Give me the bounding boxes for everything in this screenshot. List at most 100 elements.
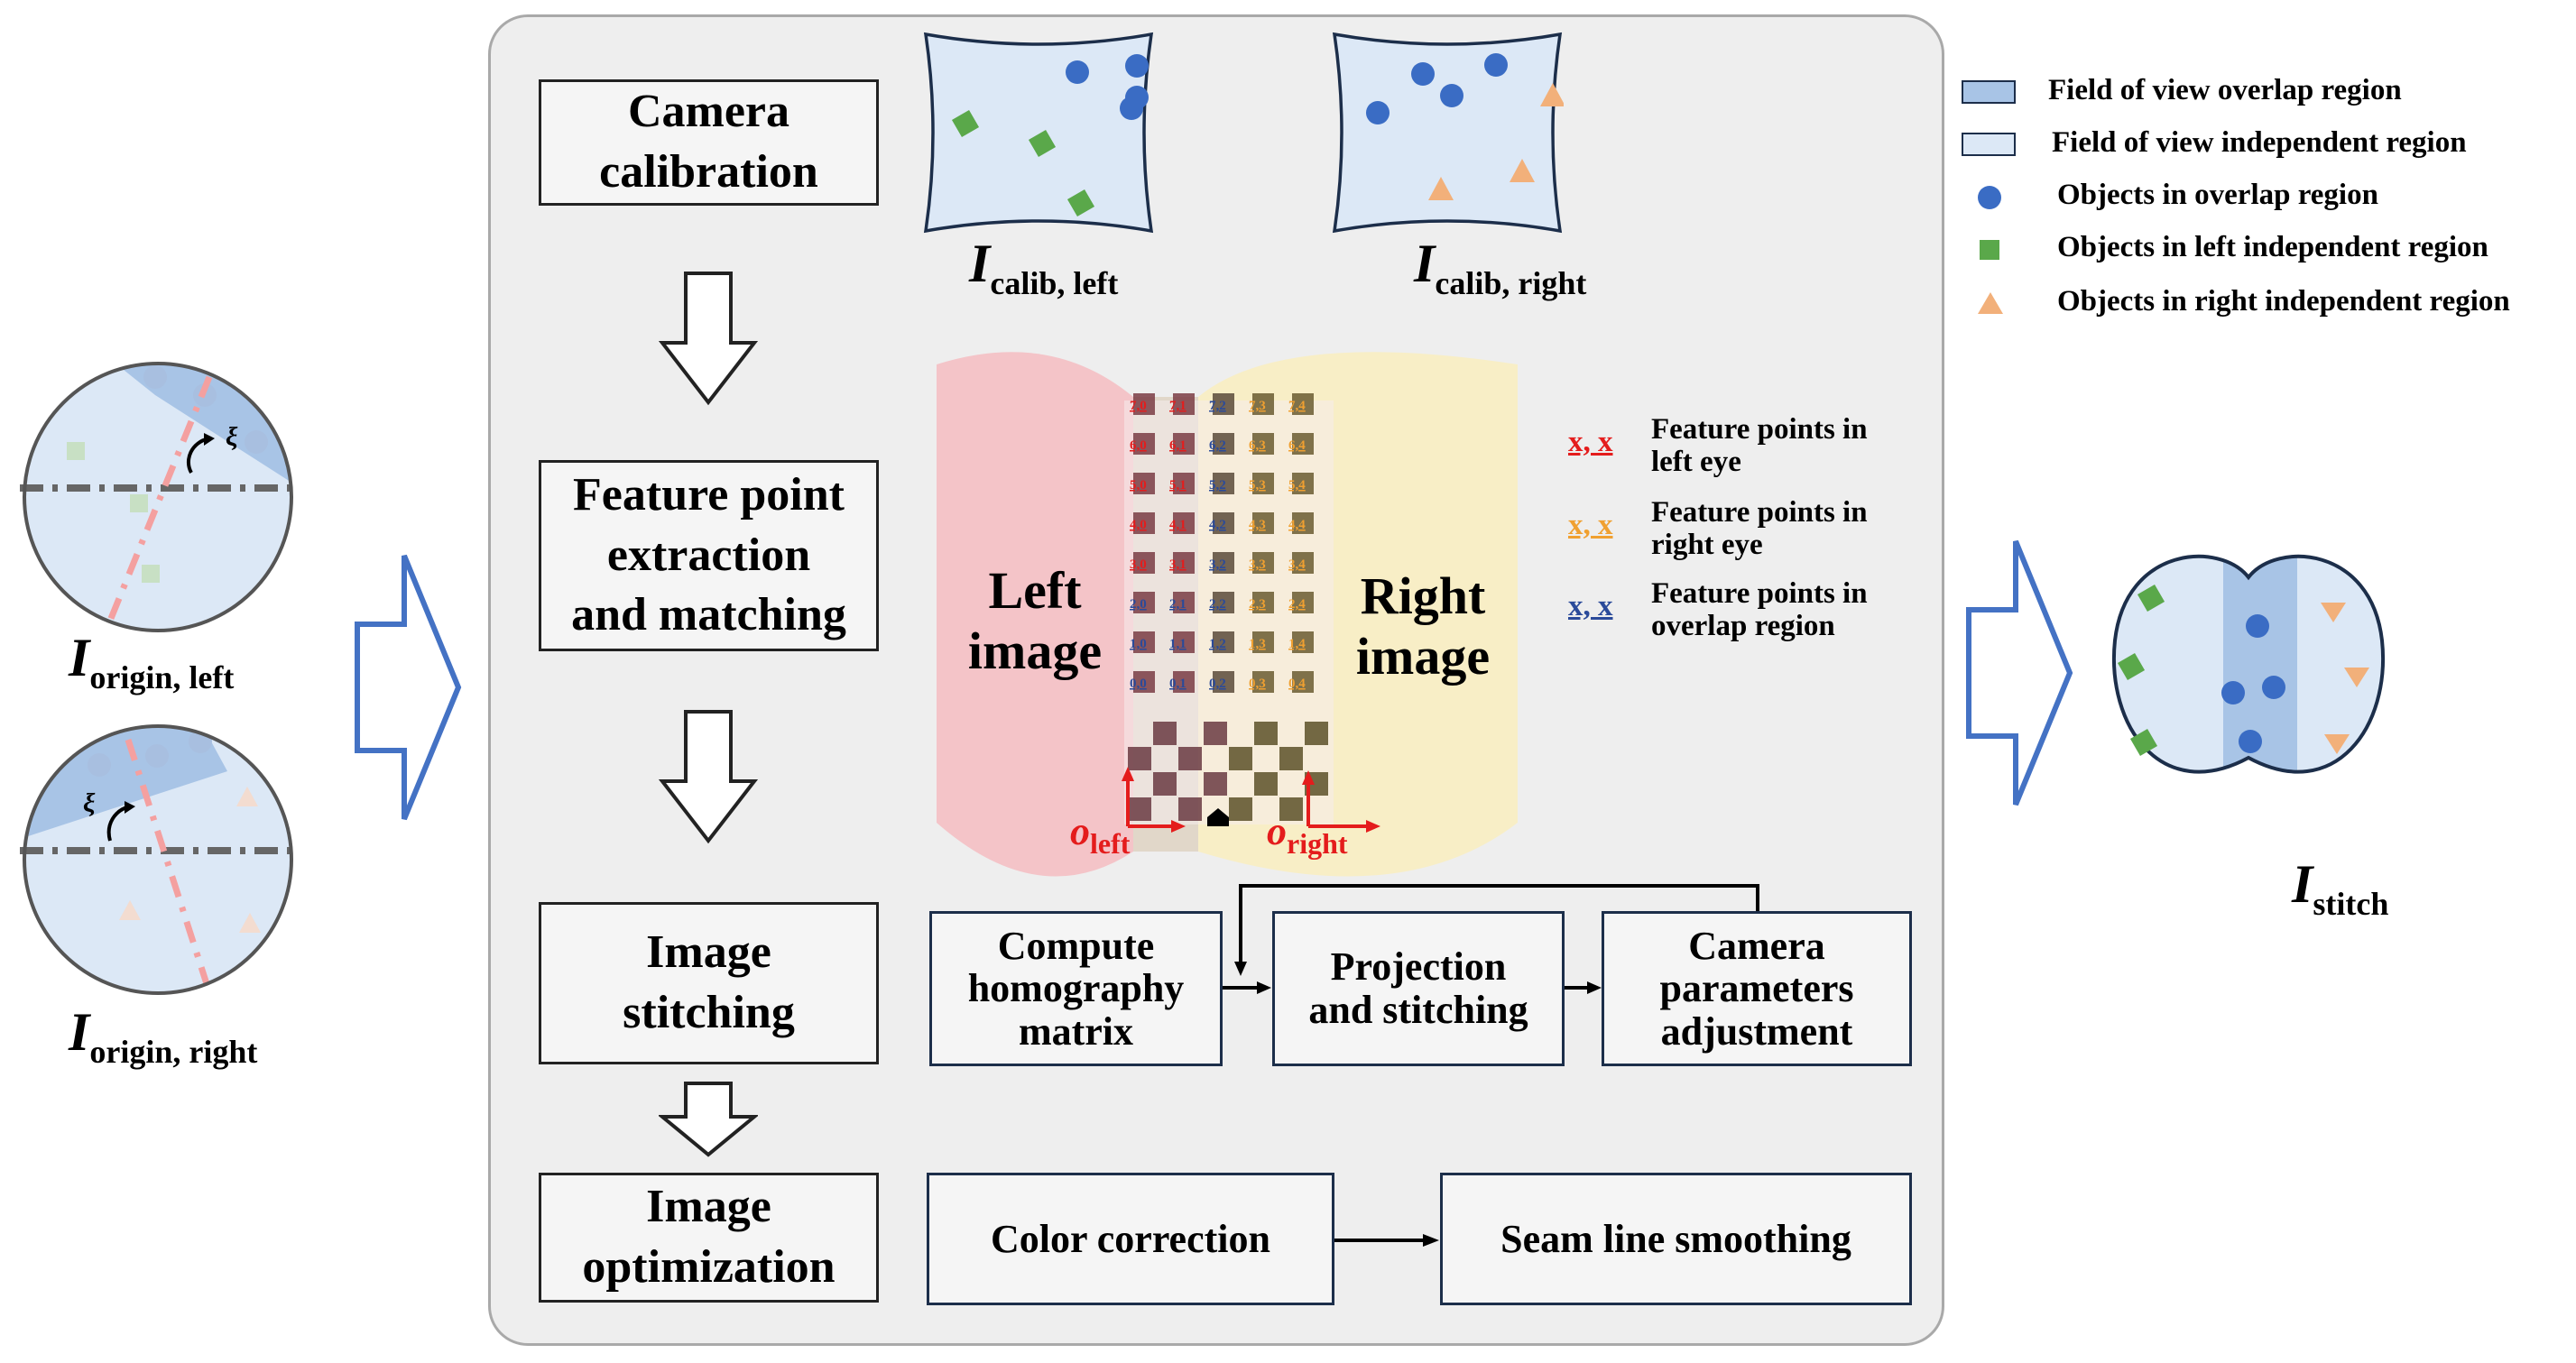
origin-right-label: Iorigin, right [69, 1002, 258, 1070]
feature-point-label: 4,4 [1288, 518, 1306, 532]
feature-point-label: 3,0 [1130, 557, 1147, 572]
step-feature-extraction: Feature point extraction and matching [539, 460, 879, 651]
down-arrow-3 [659, 1082, 758, 1157]
legend-item-overlap-region: Field of view overlap region [1962, 72, 2566, 108]
right-image-label: Right image [1355, 566, 1491, 686]
checker-square [1173, 592, 1195, 613]
feature-legend-symbol: x, x [1568, 590, 1613, 622]
marker-square [1279, 747, 1303, 770]
marker-square [1178, 747, 1202, 770]
feature-point-label: 0,1 [1169, 677, 1186, 691]
feature-point-label: 1,0 [1130, 637, 1147, 651]
marker-square [1153, 722, 1177, 745]
circle-icon [1978, 186, 2001, 209]
feature-point-label: 1,2 [1209, 637, 1226, 651]
substep-compute-homography: Compute homography matrix [929, 911, 1223, 1066]
svg-text:ξ: ξ [83, 788, 96, 818]
checker-square [1252, 393, 1274, 415]
checker-square [1292, 512, 1314, 534]
legend-swatch-overlap [1962, 80, 2016, 104]
legend-text: Field of view independent region [2052, 126, 2467, 159]
checker-square [1133, 473, 1155, 494]
optimization-connector [1334, 1234, 1439, 1247]
stitched-image [2111, 554, 2386, 774]
feature-point-label: 4,3 [1249, 518, 1266, 532]
feature-point-label: 2,1 [1169, 597, 1186, 612]
feature-point-label: 7,3 [1249, 399, 1266, 413]
legend-item-independent-region: Field of view independent region [1962, 124, 2566, 161]
feature-point-label: 0,2 [1209, 677, 1226, 691]
marker-square [1204, 722, 1227, 745]
origin-left-marker: oleft [1070, 809, 1131, 860]
marker-square [1128, 797, 1151, 821]
feature-point-label: 5,3 [1249, 478, 1266, 493]
region-legend: Field of view overlap region Field of vi… [1962, 72, 2566, 343]
feature-point-label: 5,0 [1130, 478, 1147, 493]
checker-square [1213, 592, 1234, 613]
calib-right-label: Icalib, right [1414, 234, 1587, 301]
feature-legend-text: Feature points in overlap region [1651, 577, 1868, 643]
legend-item-overlap-objects: Objects in overlap region [1962, 177, 2566, 213]
marker-square [1254, 772, 1278, 796]
checker-square [1292, 552, 1314, 574]
output-arrow [1966, 539, 2073, 806]
checker-square [1133, 433, 1155, 455]
stitch-label: Istitch [2292, 854, 2389, 922]
feature-point-label: 5,4 [1288, 478, 1306, 493]
feature-point-label: 4,1 [1169, 518, 1186, 532]
feature-point-label: 4,0 [1130, 518, 1147, 532]
feature-point-label: 2,2 [1209, 597, 1226, 612]
calib-right-image [1332, 32, 1564, 234]
feature-legend-symbol: x, x [1568, 426, 1613, 458]
checker-square [1133, 393, 1155, 415]
checker-square [1252, 512, 1274, 534]
checker-square [1173, 393, 1195, 415]
checker-square [1252, 552, 1274, 574]
feature-point-label: 0,4 [1288, 677, 1306, 691]
feature-legend: x, x Feature points in left eye x, x Fea… [1568, 413, 1920, 648]
feature-point-label: 7,1 [1169, 399, 1186, 413]
feature-point-label: 3,3 [1249, 557, 1266, 572]
input-arrow [355, 554, 462, 821]
checker-square [1252, 631, 1274, 653]
checker-square [1292, 631, 1314, 653]
feature-point-label: 6,4 [1288, 438, 1306, 453]
checker-square [1133, 512, 1155, 534]
checker-square [1252, 671, 1274, 693]
substep-seam-line-smoothing: Seam line smoothing [1440, 1173, 1912, 1305]
legend-text: Objects in overlap region [2057, 179, 2378, 211]
feature-point-label: 6,3 [1249, 438, 1266, 453]
down-arrow-2 [659, 710, 758, 844]
checker-square [1213, 512, 1234, 534]
marker-square [1254, 722, 1278, 745]
checker-square [1292, 393, 1314, 415]
checker-square [1133, 671, 1155, 693]
feature-point-label: 0,3 [1249, 677, 1266, 691]
feature-point-label: 6,1 [1169, 438, 1186, 453]
checker-square [1252, 473, 1274, 494]
feature-point-label: 2,3 [1249, 597, 1266, 612]
checker-square [1252, 433, 1274, 455]
checker-square [1292, 473, 1314, 494]
feature-point-label: 6,0 [1130, 438, 1147, 453]
legend-item-right-objects: Objects in right independent region [1962, 283, 2566, 319]
feature-point-label: 2,0 [1130, 597, 1147, 612]
feature-point-label: 1,3 [1249, 637, 1266, 651]
checker-square [1173, 473, 1195, 494]
feature-point-label: 7,0 [1130, 399, 1147, 413]
step-camera-calibration: Camera calibration [539, 79, 879, 206]
marker-square [1229, 797, 1252, 821]
checker-square [1252, 592, 1274, 613]
checker-square [1133, 592, 1155, 613]
origin-left-label: Iorigin, left [69, 628, 235, 695]
feature-legend-text: Feature points in right eye [1651, 496, 1868, 562]
legend-text: Field of view overlap region [2048, 74, 2402, 106]
marker-square [1153, 772, 1177, 796]
checker-square [1173, 433, 1195, 455]
marker-square [1279, 797, 1303, 821]
marker-square [1305, 722, 1328, 745]
feature-point-label: 3,4 [1288, 557, 1306, 572]
feature-point-label: 7,2 [1209, 399, 1226, 413]
origin-right-image: ξ [20, 724, 296, 995]
